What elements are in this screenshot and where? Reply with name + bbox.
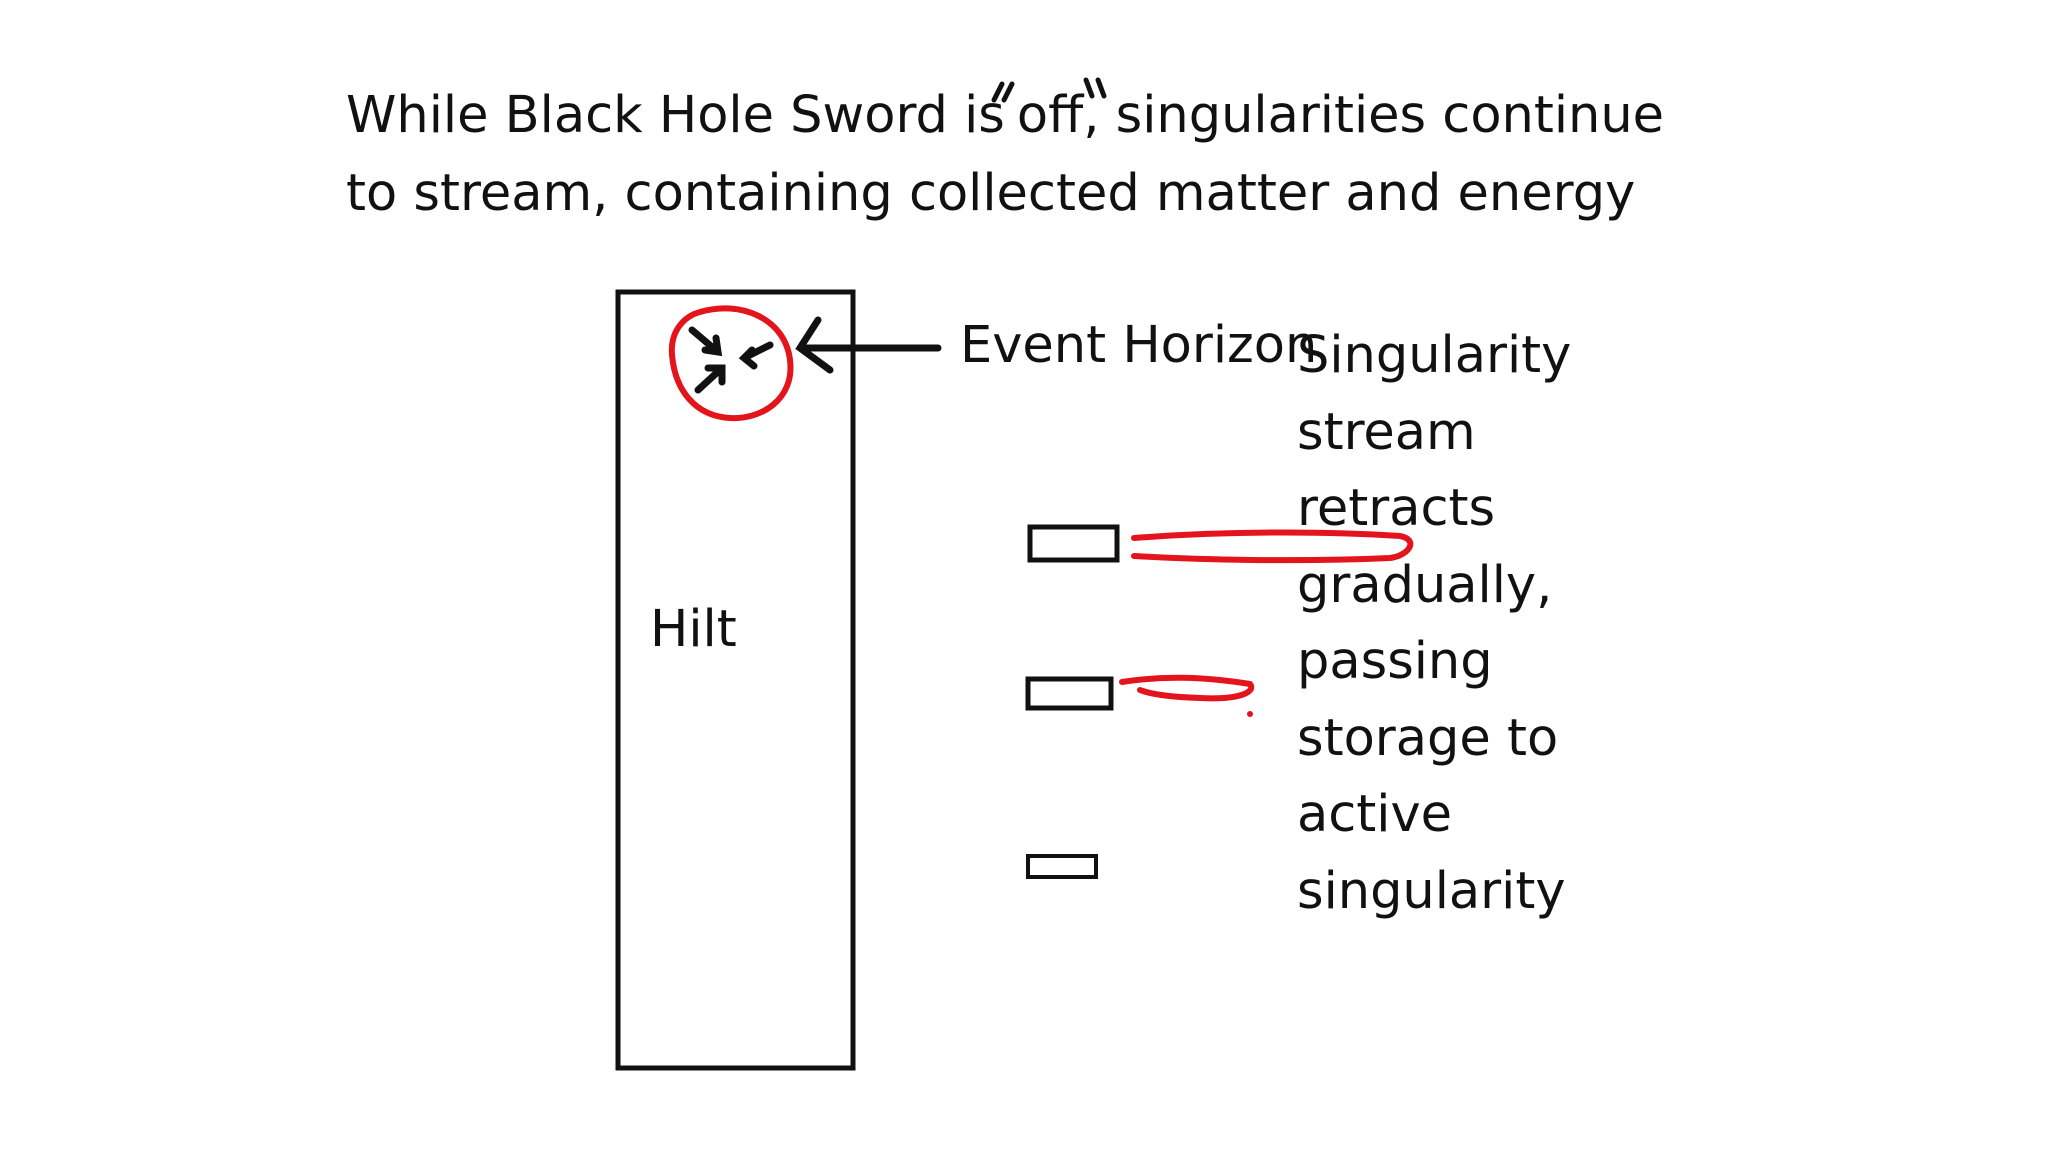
title-quoted-word: off: [1016, 86, 1084, 145]
title-comma: ,: [1083, 86, 1100, 145]
hilt-label: Hilt: [650, 600, 737, 659]
title-text-before: While Black Hole Sword is: [346, 86, 1005, 145]
side-text-line: gradually,: [1297, 555, 1553, 615]
hilt-outline: [615, 289, 856, 1071]
side-text-line: active: [1297, 785, 1453, 844]
title-text-after: singularities continue: [1099, 86, 1665, 145]
stream-dot: [1247, 711, 1253, 717]
singularity-stream-short: [1119, 674, 1255, 702]
title-line-1: While Black Hole Sword is“off,” singular…: [346, 86, 1664, 145]
side-description: Singularity stream retracts gradually, passi…: [1297, 318, 1571, 930]
event-horizon-circle: [668, 305, 794, 422]
singularity-stream-long: [1131, 529, 1414, 564]
event-horizon-arrow: [795, 316, 942, 374]
side-text-line: storage to: [1297, 708, 1559, 768]
side-text-line: Singularity: [1297, 326, 1572, 385]
side-text-line: singularity: [1297, 861, 1566, 921]
singularity-storage-3: [1026, 854, 1098, 879]
side-text-line: retracts: [1297, 479, 1496, 538]
inward-arrows-icon: [688, 326, 774, 394]
side-text-line: passing: [1297, 632, 1493, 691]
title-line-2: to stream, containing collected matter a…: [346, 164, 1636, 223]
event-horizon-label: Event Horizon: [960, 316, 1318, 375]
singularity-storage-2: [1025, 676, 1114, 711]
side-text-line: stream: [1297, 402, 1476, 462]
singularity-storage-1: [1027, 524, 1120, 563]
quote-marks-icon: [991, 77, 1107, 103]
